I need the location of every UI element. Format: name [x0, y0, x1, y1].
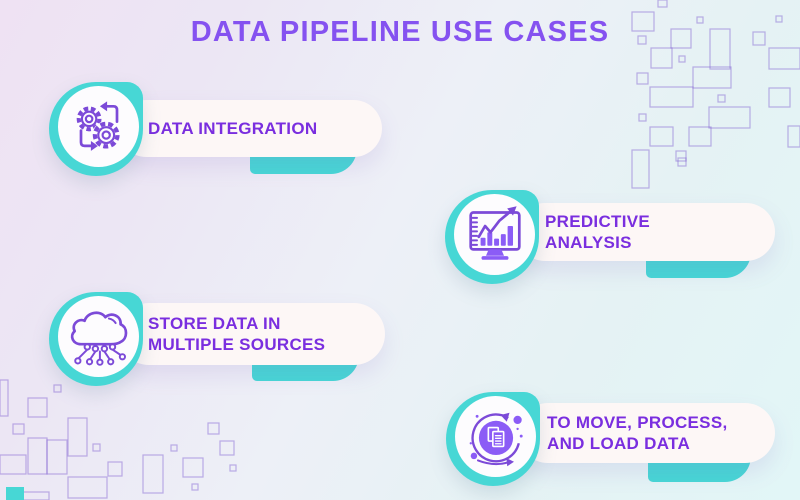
label-pill: DATA INTEGRATION [118, 100, 382, 157]
label-pill: STORE DATA IN MULTIPLE SOURCES [118, 303, 385, 365]
use-case-label: STORE DATA IN [148, 313, 281, 333]
use-case-label: TO MOVE, PROCESS, [547, 412, 728, 432]
icon-badge [445, 190, 539, 284]
use-case-label: ANALYSIS [545, 233, 632, 252]
icon-badge [446, 392, 540, 486]
icon-badge [49, 292, 143, 386]
icon-circle [58, 86, 139, 167]
page-title: DATA PIPELINE USE CASES [190, 16, 610, 48]
icon-badge [49, 82, 143, 176]
use-case-label: MULTIPLE SOURCES [148, 335, 326, 354]
use-case-label: AND LOAD DATA [547, 434, 691, 453]
label-pill: PREDICTIVE ANALYSIS [516, 203, 775, 261]
decor-squares-bottom-left [0, 379, 237, 500]
icon-circle [455, 396, 536, 477]
cycle-document-icon [469, 412, 523, 466]
cloud-network-icon [70, 310, 127, 366]
sync-gears-icon [76, 100, 120, 151]
use-case-label: PREDICTIVE [545, 211, 651, 231]
icon-circle [454, 194, 535, 275]
use-case-label: DATA INTEGRATION [148, 118, 318, 138]
chart-monitor-icon [468, 205, 521, 260]
label-pill: TO MOVE, PROCESS, AND LOAD DATA [518, 403, 775, 463]
icon-circle [58, 296, 139, 377]
